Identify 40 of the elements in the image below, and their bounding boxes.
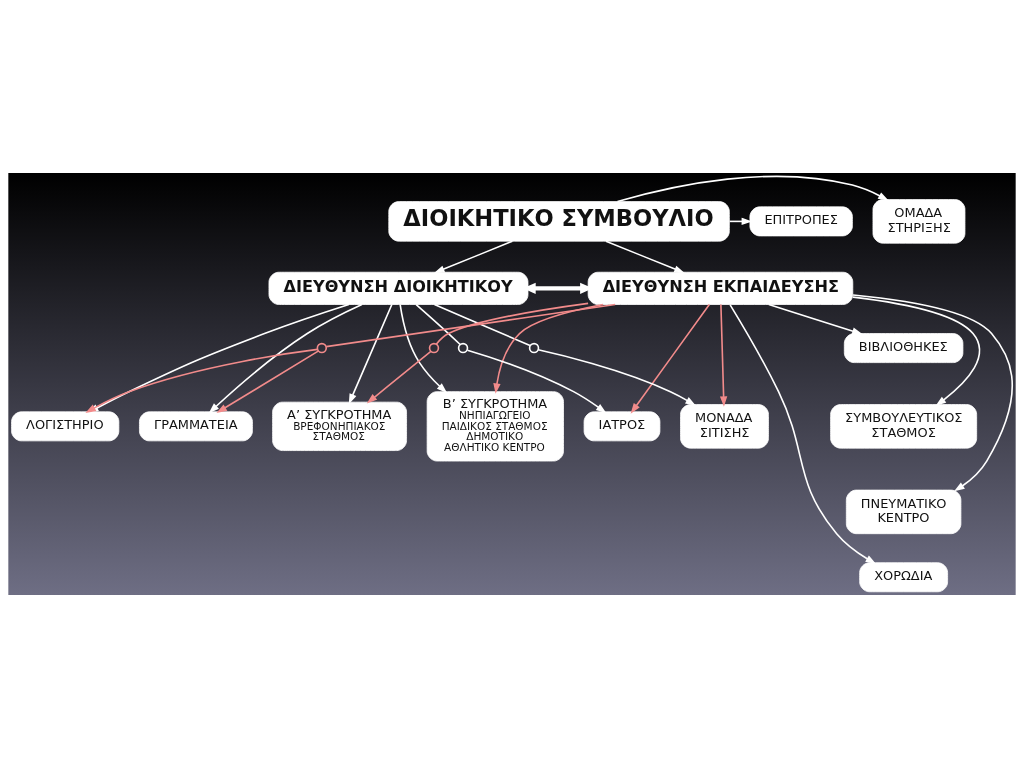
arrow [348,303,393,405]
arrow [852,294,1014,492]
arrow [466,349,607,414]
connector [433,303,531,347]
node-box: ΣΥΜΒΟΥΛΕΥΤΙΚΟΣ ΣΤΑΘΜΟΣ [830,404,978,449]
arrow [434,240,514,274]
arrow [605,240,685,274]
arrow [630,303,711,414]
node-box: ΔΙΕΥΘΥΝΣΗ ΕΚΠΑΙΔΕΥΣΗΣ [587,271,854,305]
arrow [768,303,863,335]
arrow [537,348,696,406]
arrow [208,303,363,414]
node-box: ΧΟΡΩΔΙΑ [859,562,948,593]
node-box: ΔΙΕΥΘΥΝΣΗ ΔΙΟΙΚΗΤΙΚΟΥ [268,271,529,305]
node-circle [528,342,540,354]
node-box: Β’ ΣΥΓΚΡΟΤΗΜΑ ΝΗΠΙΑΓΩΓΕΙΟ ΠΑΙΔΙΚΟΣ ΣΤΑΘΜΟΣ ΔΗΜΟΤΙΚΟ ΑΘΛΗΤΙΚΟ ΚΕΝΤΡΟ [426,391,564,462]
node-box: ΠΝΕΥΜΑΤΙΚΟ ΚΕΝΤΡΟ [845,489,962,535]
node-box: ΛΟΓΙΣΤΗΡΙΟ [11,411,120,442]
arrow [729,304,877,564]
arrow [216,350,319,414]
arrow [399,303,448,394]
node-circle [457,342,469,354]
node-box: ΒΙΒΛΙΟΘΗΚΕΣ [843,333,964,363]
arrow [852,296,981,406]
connector [415,303,461,346]
node-box: Α’ ΣΥΓΚΡΟΤΗΜΑ ΒΡΕΦΟΝΗΠΙΑΚΟΣ ΣΤΑΘΜΟΣ [272,401,407,451]
arrow [493,303,604,394]
arrow [366,350,432,404]
node-box: ΕΠΙΤΡΟΠΕΣ [749,206,853,237]
arrow [719,303,728,407]
node-box: ΔΙΟΙΚΗΤΙΚΟ ΣΥΜΒΟΥΛΙΟ [388,201,730,242]
node-box: ΓΡΑΜΜΑΤΕΙΑ [139,411,253,442]
connector [435,302,589,345]
node-box: ΜΟΝΑΔΑ ΣΙΤΙΣΗΣ [680,404,769,449]
node-box: ΟΜΑΔΑ ΣΤΗΡΙΞΗΣ [872,199,966,244]
connector [325,303,616,348]
node-box: ΙΑΤΡΟΣ [583,411,661,442]
arrow [616,175,889,203]
node-circle [316,342,328,354]
node-circle [428,342,440,354]
